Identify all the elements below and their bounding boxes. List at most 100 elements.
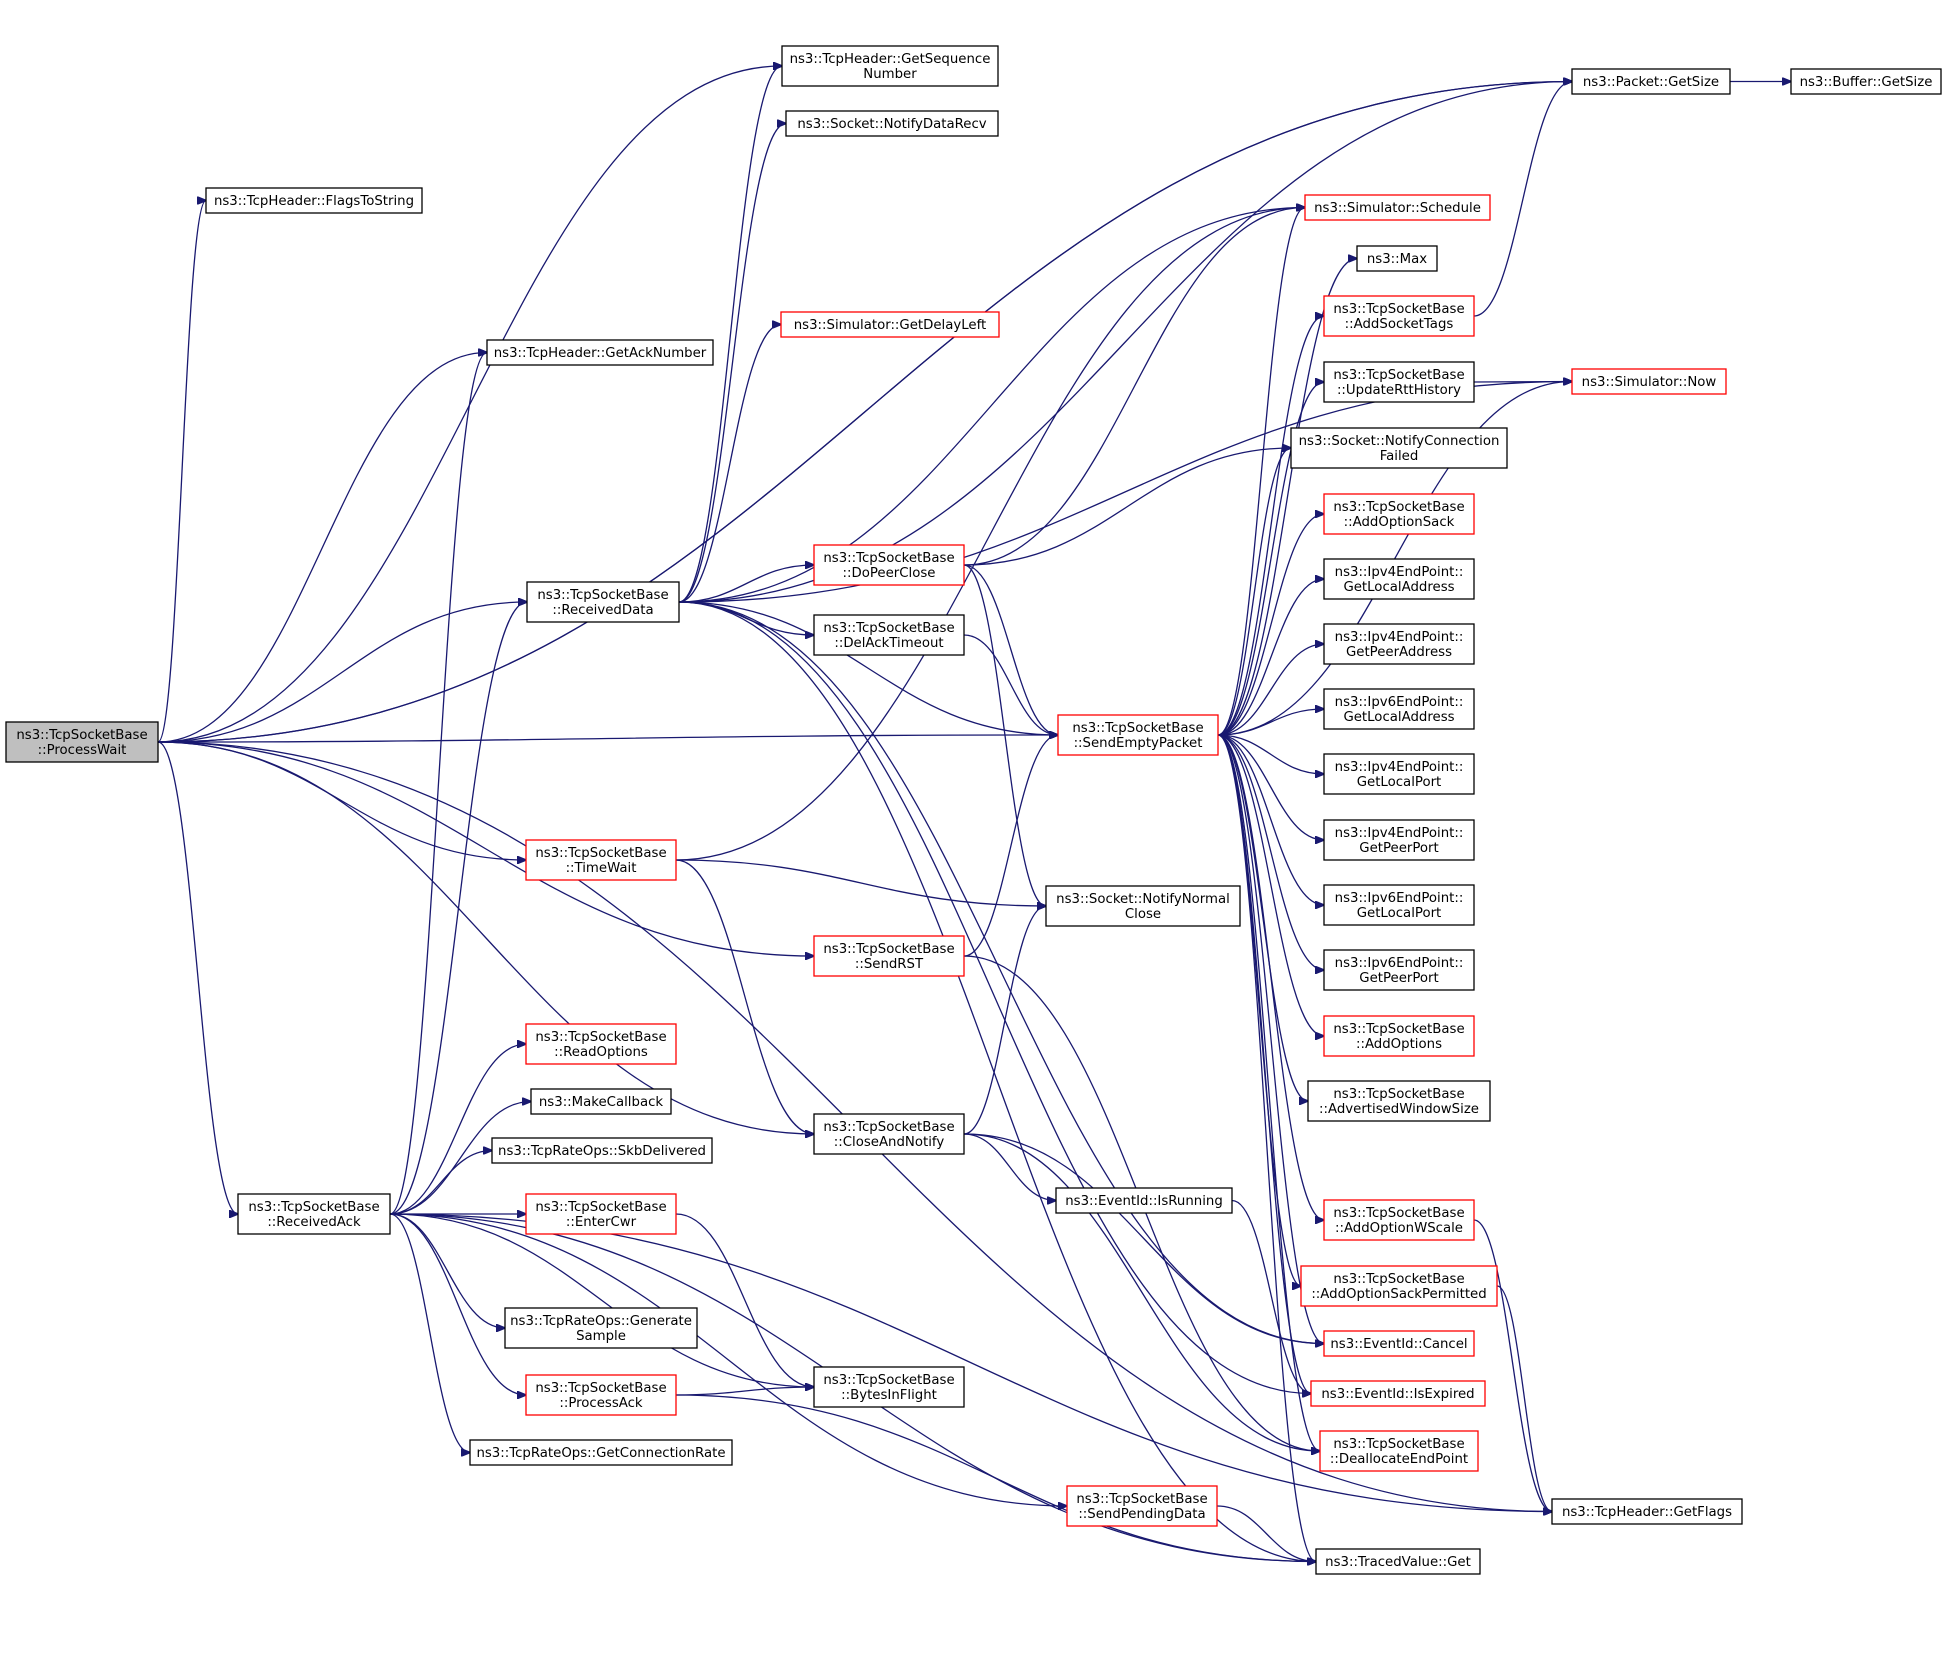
node-isrunning[interactable]: ns3::EventId::IsRunning: [1055, 1187, 1233, 1214]
node-processack[interactable]: ns3::TcpSocketBase::ProcessAck: [525, 1374, 677, 1416]
node-tracedget[interactable]: ns3::TracedValue::Get: [1315, 1548, 1481, 1575]
node-label: ::ReadOptions: [554, 1045, 648, 1060]
node-flagstostring[interactable]: ns3::TcpHeader::FlagsToString: [205, 187, 423, 214]
node-sendrst[interactable]: ns3::TcpSocketBase::SendRST: [813, 935, 965, 977]
node-packetgetsize[interactable]: ns3::Packet::GetSize: [1571, 68, 1731, 95]
edge-sendempty-to-isexpired: [1217, 734, 1311, 1394]
edge-receivedack-to-processack: [389, 1213, 526, 1395]
node-sendempty[interactable]: ns3::TcpSocketBase::SendEmptyPacket: [1057, 714, 1219, 756]
edge-processwait-to-packetgetsize: [157, 82, 1572, 743]
edge-sendempty-to-ipv6peerport: [1217, 734, 1324, 970]
node-label: ns3::Buffer::GetSize: [1800, 75, 1933, 90]
node-box: [1356, 245, 1438, 272]
node-ipv6local[interactable]: ns3::Ipv6EndPoint::GetLocalAddress: [1323, 688, 1475, 730]
node-skbdelivered[interactable]: ns3::TcpRateOps::SkbDelivered: [491, 1137, 713, 1164]
node-ipv4local[interactable]: ns3::Ipv4EndPoint::GetLocalAddress: [1323, 558, 1475, 600]
node-label: GetLocalPort: [1357, 775, 1442, 790]
edge-sendempty-to-now: [1217, 382, 1572, 736]
node-label: ns3::TcpSocketBase: [535, 1030, 666, 1045]
node-label: ns3::TcpSocketBase: [823, 621, 954, 636]
node-label: Number: [863, 67, 917, 82]
edge-sendempty-to-ipv4peerport: [1217, 734, 1324, 840]
edge-processack-to-bytesinflight: [675, 1387, 814, 1396]
edge-sendempty-to-ipv4localport: [1217, 734, 1324, 774]
node-label: ns3::TcpSocketBase: [1333, 500, 1464, 515]
node-label: ns3::TcpHeader::FlagsToString: [214, 194, 414, 209]
node-now[interactable]: ns3::Simulator::Now: [1571, 368, 1727, 395]
node-getdelayleft[interactable]: ns3::Simulator::GetDelayLeft: [780, 311, 1000, 338]
node-box: [1790, 68, 1942, 95]
node-getflags[interactable]: ns3::TcpHeader::GetFlags: [1551, 1498, 1743, 1525]
node-dealloc[interactable]: ns3::TcpSocketBase::DeallocateEndPoint: [1319, 1430, 1479, 1472]
node-box: [525, 1374, 677, 1416]
node-buffergetsize[interactable]: ns3::Buffer::GetSize: [1790, 68, 1942, 95]
edge-processwait-to-sendempty: [157, 735, 1058, 743]
node-notifydatarecv[interactable]: ns3::Socket::NotifyDataRecv: [785, 110, 999, 137]
node-closeandnotify[interactable]: ns3::TcpSocketBase::CloseAndNotify: [813, 1113, 965, 1155]
node-label: ns3::TracedValue::Get: [1325, 1555, 1471, 1570]
node-delacktimeout[interactable]: ns3::TcpSocketBase::DelAckTimeout: [813, 614, 965, 656]
node-box: [785, 110, 999, 137]
node-receiveddata[interactable]: ns3::TcpSocketBase::ReceivedData: [526, 581, 680, 623]
node-processwait[interactable]: ns3::TcpSocketBase::ProcessWait: [5, 721, 159, 763]
node-label: ::DelAckTimeout: [834, 636, 943, 651]
node-label: ns3::Simulator::Now: [1582, 375, 1717, 390]
node-box: [1571, 368, 1727, 395]
node-ipv4peer[interactable]: ns3::Ipv4EndPoint::GetPeerAddress: [1323, 623, 1475, 665]
node-label: ns3::TcpSocketBase: [1333, 1087, 1464, 1102]
node-label: ::ProcessWait: [38, 743, 127, 758]
node-addoptionsackperm[interactable]: ns3::TcpSocketBase::AddOptionSackPermitt…: [1300, 1265, 1498, 1307]
node-box: [525, 839, 677, 881]
node-box: [525, 1193, 677, 1235]
node-addoptions[interactable]: ns3::TcpSocketBase::AddOptions: [1323, 1015, 1475, 1057]
node-updaterttHistory[interactable]: ns3::TcpSocketBase::UpdateRttHistory: [1323, 361, 1475, 403]
node-getconnrate[interactable]: ns3::TcpRateOps::GetConnectionRate: [469, 1439, 733, 1466]
edge-isrunning-to-isexpired: [1231, 1199, 1311, 1394]
node-addoptionsack[interactable]: ns3::TcpSocketBase::AddOptionSack: [1323, 493, 1475, 535]
node-label: ns3::Simulator::GetDelayLeft: [794, 318, 987, 333]
node-getacknumber[interactable]: ns3::TcpHeader::GetAckNumber: [486, 339, 714, 366]
node-label: ns3::TcpHeader::GetFlags: [1562, 1505, 1732, 1520]
edge-sendempty-to-dealloc: [1217, 734, 1320, 1451]
node-box: [781, 45, 999, 87]
node-label: ns3::TcpRateOps::Generate: [510, 1314, 692, 1329]
node-label: ns3::TcpSocketBase: [537, 588, 668, 603]
node-schedule[interactable]: ns3::Simulator::Schedule: [1304, 194, 1491, 221]
edge-dopeerclose-to-sendempty: [963, 564, 1058, 735]
edge-receivedack-to-receiveddata: [389, 602, 527, 1215]
node-entercwr[interactable]: ns3::TcpSocketBase::EnterCwr: [525, 1193, 677, 1235]
edge-processwait-to-flagstostring: [157, 201, 206, 743]
node-ipv6localport[interactable]: ns3::Ipv6EndPoint::GetLocalPort: [1323, 884, 1475, 926]
node-isexpired[interactable]: ns3::EventId::IsExpired: [1310, 1380, 1486, 1407]
node-ipv4localport[interactable]: ns3::Ipv4EndPoint::GetLocalPort: [1323, 753, 1475, 795]
node-label: ns3::Ipv6EndPoint::: [1335, 695, 1464, 710]
node-label: ::TimeWait: [566, 861, 637, 876]
node-addoptionwscale[interactable]: ns3::TcpSocketBase::AddOptionWScale: [1323, 1199, 1475, 1241]
node-label: ns3::TcpSocketBase: [1333, 368, 1464, 383]
node-box: [1057, 714, 1219, 756]
node-label: ns3::TcpSocketBase: [1333, 1437, 1464, 1452]
edge-receiveddata-to-sendempty: [678, 601, 1058, 735]
node-label: ns3::Socket::NotifyConnection: [1299, 434, 1500, 449]
node-readoptions[interactable]: ns3::TcpSocketBase::ReadOptions: [525, 1023, 677, 1065]
node-receivedack[interactable]: ns3::TcpSocketBase::ReceivedAck: [237, 1193, 391, 1235]
node-sendpending[interactable]: ns3::TcpSocketBase::SendPendingData: [1066, 1485, 1218, 1527]
node-label: ns3::TcpSocketBase: [1072, 721, 1203, 736]
node-ipv4peerport[interactable]: ns3::Ipv4EndPoint::GetPeerPort: [1323, 819, 1475, 861]
edge-receiveddata-to-cancel: [678, 601, 1324, 1344]
node-max[interactable]: ns3::Max: [1356, 245, 1438, 272]
node-addsockettags[interactable]: ns3::TcpSocketBase::AddSocketTags: [1323, 295, 1475, 337]
node-ipv6peerport[interactable]: ns3::Ipv6EndPoint::GetPeerPort: [1323, 949, 1475, 991]
node-dopeerclose[interactable]: ns3::TcpSocketBase::DoPeerClose: [813, 544, 965, 586]
node-makecallback[interactable]: ns3::MakeCallback: [530, 1088, 672, 1115]
node-advwindow[interactable]: ns3::TcpSocketBase::AdvertisedWindowSize: [1307, 1080, 1491, 1122]
node-timewait[interactable]: ns3::TcpSocketBase::TimeWait: [525, 839, 677, 881]
node-label: Close: [1125, 907, 1161, 922]
node-bytesinflight[interactable]: ns3::TcpSocketBase::BytesInFlight: [813, 1366, 965, 1408]
node-cancel[interactable]: ns3::EventId::Cancel: [1323, 1330, 1475, 1357]
node-label: ns3::Ipv6EndPoint::: [1335, 956, 1464, 971]
